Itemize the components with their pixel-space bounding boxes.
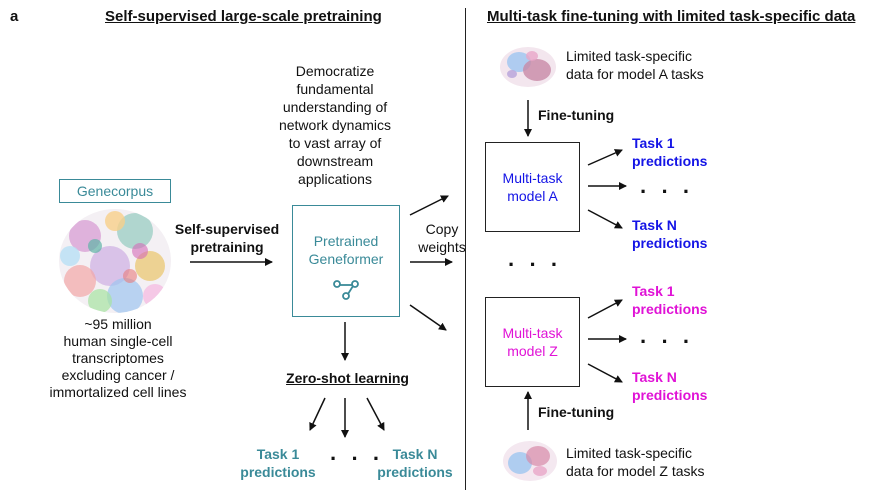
genecorpus-label: Genecorpus xyxy=(59,179,171,203)
copy-weights-line: weights xyxy=(418,239,466,255)
zero-shot-task1-arrow xyxy=(309,397,326,431)
fine-tuning-a-label: Fine-tuning xyxy=(538,107,615,123)
model-z-ellipsis: · · · xyxy=(640,329,695,354)
zero-shot-label: Zero-shot learning xyxy=(286,370,409,386)
task-label-line: predictions xyxy=(632,387,708,403)
task-a-data-umap-image xyxy=(500,47,556,87)
model-a-task1-arrow xyxy=(587,149,623,166)
task-label-line: predictions xyxy=(632,153,708,169)
task-label-line: predictions xyxy=(377,464,453,480)
geneformer-label-line: Pretrained xyxy=(313,233,379,249)
task-label-line: Task 1 xyxy=(256,446,300,462)
ssp-label: Self-supervised pretraining xyxy=(167,220,287,256)
democratize-line: understanding of xyxy=(282,99,388,115)
corpus-desc-line: immortalized cell lines xyxy=(49,384,187,400)
model-a-label: Multi-task model A xyxy=(503,169,563,205)
genecorpus-description: ~95 million human single-cell transcript… xyxy=(38,316,198,401)
geneformer-label-line: Geneformer xyxy=(308,251,384,267)
task-label-line: Task N xyxy=(392,446,438,462)
democratize-line: Democratize xyxy=(295,63,375,79)
corpus-desc-line: human single-cell xyxy=(63,333,173,349)
section-divider xyxy=(465,8,466,490)
task-label-line: Task N xyxy=(632,369,677,385)
model-a-task1: Task 1 predictions xyxy=(632,134,707,170)
model-z-task1-arrow xyxy=(587,299,623,319)
panel-label: a xyxy=(10,8,19,25)
democratize-line: fundamental xyxy=(296,81,374,97)
task-label-line: Task 1 xyxy=(632,135,675,151)
data-label-line: Limited task-specific xyxy=(566,48,693,64)
task-label-line: Task 1 xyxy=(632,283,675,299)
model-z-taskN: Task N predictions xyxy=(632,368,707,404)
copy-weights-line: Copy xyxy=(425,221,459,237)
task-label-line: Task N xyxy=(632,217,677,233)
task-a-data-label: Limited task-specific data for model A t… xyxy=(566,47,704,83)
geneformer-label: Pretrained Geneformer xyxy=(293,232,399,268)
model-label-line: Multi-task xyxy=(502,170,563,186)
democratize-line: downstream xyxy=(296,153,374,169)
ssp-label-line: Self-supervised xyxy=(174,221,280,237)
model-a-box: Multi-task model A xyxy=(485,142,580,232)
models-ellipsis: · · · xyxy=(508,252,563,277)
copy-arrow-down xyxy=(409,304,447,331)
model-z-label: Multi-task model Z xyxy=(503,324,563,360)
task-label-line: predictions xyxy=(632,301,708,317)
task-z-data-umap-image xyxy=(503,441,557,481)
model-z-task1: Task 1 predictions xyxy=(632,282,707,318)
model-label-line: model Z xyxy=(507,343,558,359)
cell-atlas-umap-image xyxy=(59,209,171,313)
left-header: Self-supervised large-scale pretraining xyxy=(105,8,382,25)
model-a-ellipsis: · · · xyxy=(640,179,695,204)
zero-shot-taskN-arrow xyxy=(366,397,385,431)
democratize-text: Democratize fundamental understanding of… xyxy=(265,62,405,188)
copy-weights-label: Copy weights xyxy=(418,220,466,256)
task-z-data-label: Limited task-specific data for model Z t… xyxy=(566,444,705,480)
model-label-line: model A xyxy=(507,188,558,204)
copy-arrow-up xyxy=(409,195,449,216)
model-a-taskN: Task N predictions xyxy=(632,216,707,252)
ssp-label-line: pretraining xyxy=(190,239,264,255)
model-z-box: Multi-task model Z xyxy=(485,297,580,387)
corpus-desc-line: transcriptomes xyxy=(72,350,164,366)
model-label-line: Multi-task xyxy=(502,325,563,341)
data-label-line: data for model A tasks xyxy=(566,66,704,82)
zero-shot-ellipsis: · · · xyxy=(330,446,385,471)
network-icon xyxy=(333,280,359,300)
pretrained-geneformer-box: Pretrained Geneformer xyxy=(292,205,400,317)
model-z-taskN-arrow xyxy=(587,363,623,383)
democratize-line: applications xyxy=(298,171,372,187)
zero-shot-task1: Task 1 predictions xyxy=(228,445,328,481)
task-label-line: predictions xyxy=(632,235,708,251)
data-label-line: Limited task-specific xyxy=(566,445,693,461)
corpus-desc-line: excluding cancer / xyxy=(61,367,175,383)
corpus-desc-line: ~95 million xyxy=(84,316,152,332)
model-a-taskN-arrow xyxy=(587,209,623,229)
zero-shot-taskN: Task N predictions xyxy=(365,445,465,481)
fine-tuning-z-label: Fine-tuning xyxy=(538,404,615,420)
democratize-line: network dynamics xyxy=(278,117,392,133)
data-label-line: data for model Z tasks xyxy=(566,463,705,479)
task-label-line: predictions xyxy=(240,464,316,480)
right-header: Multi-task fine-tuning with limited task… xyxy=(487,8,856,25)
democratize-line: to vast array of xyxy=(288,135,382,151)
